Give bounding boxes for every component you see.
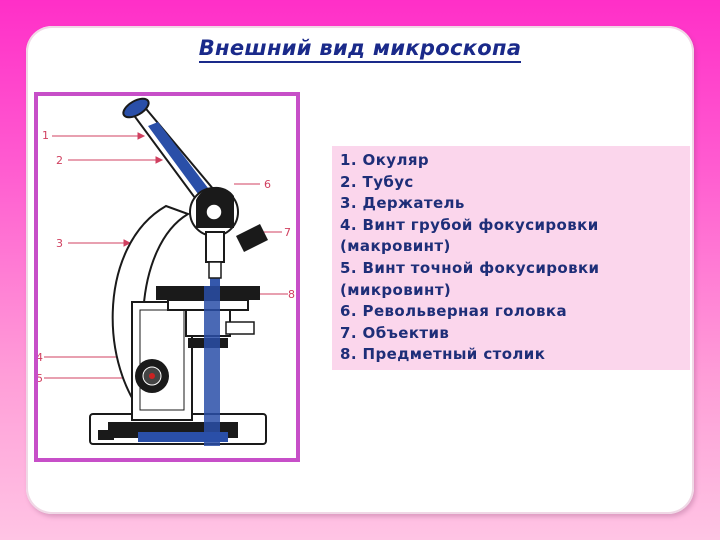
legend-item-stage: 8. Предметный столик bbox=[340, 345, 546, 364]
objective bbox=[205, 231, 225, 263]
parts-legend: 1. Окуляр 2. Тубус 3. Держатель 4. Винт … bbox=[332, 146, 690, 370]
legend-item-coarse-focus: 4. Винт грубой фокусировки bbox=[340, 215, 599, 234]
callout-label-7: 7 bbox=[284, 226, 291, 239]
legend-item-fine-focus: 5. Винт точной фокусировки bbox=[340, 258, 600, 277]
microscope-illustration: 1 2 3 4 5 6 7 8 bbox=[38, 97, 295, 446]
legend-item-fine-focus-note: (микровинт) bbox=[340, 280, 452, 299]
legend-item-holder: 3. Держатель bbox=[340, 194, 465, 213]
callout-label-4: 4 bbox=[38, 351, 43, 364]
callout-label-6: 6 bbox=[264, 178, 271, 191]
callout-label-5: 5 bbox=[38, 372, 43, 385]
callout-label-3: 3 bbox=[56, 237, 63, 250]
tube-light bbox=[148, 122, 208, 194]
callout-label-8: 8 bbox=[288, 288, 295, 301]
legend-item-objective: 7. Объектив bbox=[340, 323, 450, 342]
body-column bbox=[131, 301, 193, 421]
legend-item-eyepiece: 1. Окуляр bbox=[340, 151, 430, 169]
legend-item-coarse-focus-note: (макровинт) bbox=[340, 237, 451, 256]
legend-item-tube: 2. Тубус bbox=[340, 172, 414, 191]
objective-side bbox=[236, 224, 268, 252]
light-path bbox=[204, 286, 220, 446]
microscope-figure: 1 2 3 4 5 6 7 8 bbox=[34, 92, 300, 462]
light-source bbox=[138, 432, 228, 442]
callout-label-2: 2 bbox=[56, 154, 63, 167]
legend-item-revolver-head: 6. Револьверная головка bbox=[340, 302, 567, 321]
eyepiece bbox=[122, 97, 150, 119]
slide-title: Внешний вид микроскопа bbox=[0, 36, 720, 63]
callout-label-1: 1 bbox=[42, 129, 49, 142]
